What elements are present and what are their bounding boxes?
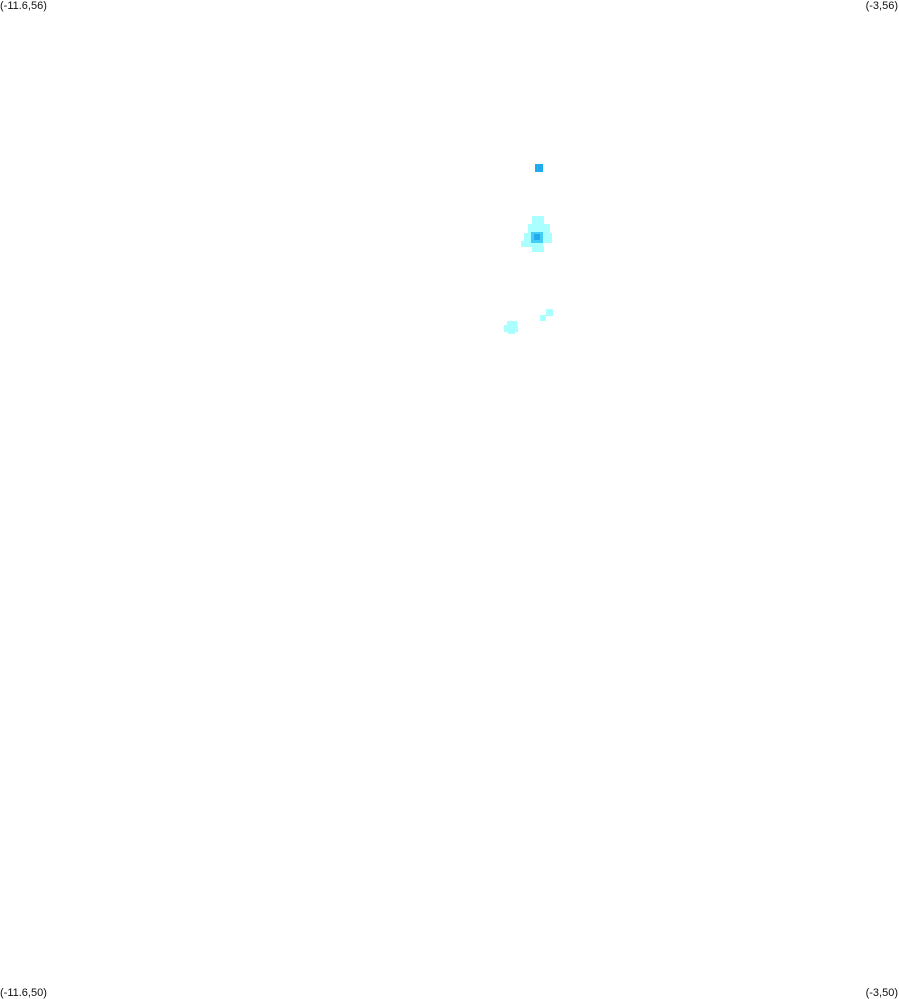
density-cluster-north — [535, 164, 543, 172]
corner-label-top-right: (-3,56) — [865, 0, 898, 12]
corner-label-bottom-left: (-11.6,50) — [0, 987, 47, 999]
corner-label-bottom-right: (-3,50) — [865, 987, 898, 999]
corner-label-top-left: (-11.6,56) — [0, 0, 47, 12]
density-cluster-south — [504, 309, 553, 334]
density-cluster-central — [521, 216, 552, 252]
